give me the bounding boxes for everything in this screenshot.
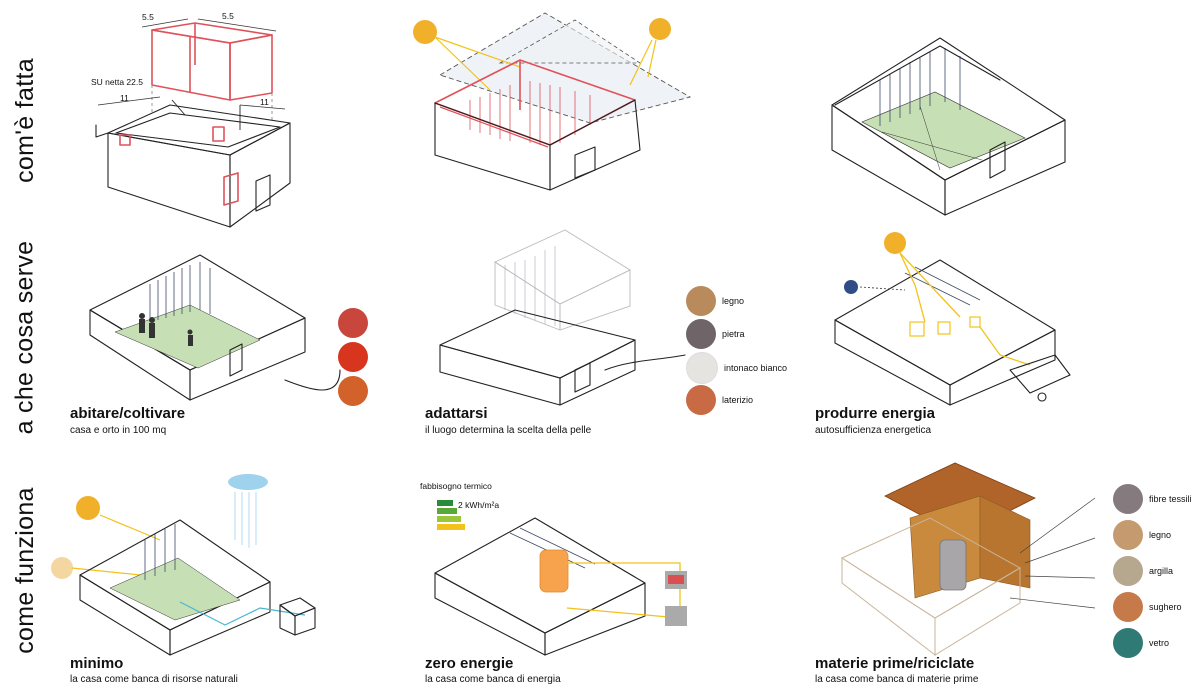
minimo-sketch (51, 474, 316, 656)
row-label-come-fatta: com'è fatta (10, 57, 39, 183)
sun-pale-icon (51, 557, 73, 579)
skin-material-1: pietra (686, 319, 745, 349)
tank-gray (939, 539, 967, 591)
caption-title-produrre: produrre energia (815, 405, 936, 422)
panel-produrre-energia: produrre energia autosufficienza energet… (815, 225, 1090, 436)
panel-minimo: minimo la casa come banca di risorse nat… (50, 470, 370, 685)
net-surface-label: SU netta 22.5 (91, 77, 143, 87)
caption-title-minimo: minimo (70, 655, 124, 672)
dimension-depth-b: 11 (260, 97, 269, 107)
produce-carrots (338, 376, 368, 406)
photovoltaic-icon (844, 280, 858, 294)
caption-subtitle-minimo: la casa come banca di risorse naturali (70, 674, 238, 685)
caption-subtitle-produrre: autosufficienza energetica (815, 425, 932, 436)
raw-material-4-swatch (1113, 628, 1143, 658)
raw-material-0-label: fibre tessili (1149, 494, 1192, 504)
panel-adattarsi: adattarsi il luogo determina la scelta d… (420, 220, 686, 436)
skin-material-1-swatch (686, 319, 716, 349)
raw-material-2-label: argilla (1149, 566, 1174, 576)
panel-abitare-coltivare (80, 240, 380, 406)
skin-material-3: laterizio (686, 385, 753, 415)
skin-material-2-swatch (686, 352, 718, 384)
produrre-sketch (834, 232, 1071, 406)
row-label-a-che-cosa-serve: a che cosa serve (10, 240, 39, 435)
tank-icon (539, 549, 569, 593)
structure-sketch (95, 18, 291, 228)
skin-material-3-swatch (686, 385, 716, 415)
panel-roof-sun (400, 5, 720, 230)
adattarsi-sketch (439, 229, 686, 406)
panel-materie-prime: materie prime/riciclate la casa come ban… (815, 458, 1100, 685)
skin-material-0-label: legno (722, 296, 745, 306)
raw-material-3-swatch (1113, 592, 1143, 622)
skin-material-2-label: intonaco bianco (724, 363, 788, 373)
skin-material-0: legno (686, 286, 744, 316)
energy-label-title: fabbisogno termico (420, 481, 492, 491)
apples-swatch (338, 308, 368, 338)
carrots-swatch (338, 376, 368, 406)
roof-sun-sketch (413, 12, 692, 191)
dimension-width-a: 5.5 (142, 12, 154, 22)
caption-subtitle-abitare: casa e orto in 100 mq (70, 425, 167, 436)
raw-material-0-swatch (1113, 484, 1143, 514)
raw-material-3-label: sughero (1149, 602, 1182, 612)
sun-icon (884, 232, 906, 254)
raw-material-0: fibre tessili (1113, 484, 1192, 514)
row-label-come-funziona: come funziona (10, 486, 39, 654)
skin-material-1-label: pietra (722, 329, 745, 339)
rain-cloud-icon (228, 474, 268, 490)
raw-material-2-swatch (1113, 556, 1143, 586)
raw-material-1: legno (1113, 520, 1171, 550)
panel-house-garden (820, 10, 1080, 230)
sun-icon (76, 496, 100, 520)
skin-material-0-swatch (686, 286, 716, 316)
produce-tomatoes (338, 342, 368, 372)
dimension-width-b: 5.5 (222, 11, 234, 21)
materie-sketch (840, 462, 1096, 657)
caption-title-abitare: abitare/coltivare (70, 405, 186, 422)
skin-material-2: intonaco bianco (686, 352, 787, 384)
panel-structure-dimensions: 5.5 5.5 SU netta 22.5 11 11 (80, 5, 380, 230)
raw-material-3: sughero (1113, 592, 1182, 622)
house-garden-sketch (831, 37, 1066, 216)
tomatoes-swatch (338, 342, 368, 372)
caption-subtitle-adattarsi: il luogo determina la scelta della pelle (425, 425, 592, 436)
energy-label-value: 2 kWh/m²a (458, 500, 500, 510)
raw-material-4-label: vetro (1149, 638, 1170, 648)
sun-left-icon (413, 20, 437, 44)
caption-title-zero: zero energie (425, 655, 514, 672)
raw-material-4: vetro (1113, 628, 1169, 658)
abitare-sketch (89, 254, 341, 401)
zero-energie-sketch (434, 500, 687, 656)
caption-subtitle-zero: la casa come banca di energia (425, 674, 561, 685)
produce-apples (338, 308, 368, 338)
dimension-depth-a: 11 (120, 93, 129, 103)
caption-title-materie: materie prime/riciclate (815, 655, 975, 672)
caption-title-adattarsi: adattarsi (425, 405, 488, 422)
caption-subtitle-materie: la casa come banca di materie prime (815, 674, 979, 685)
raw-material-1-label: legno (1149, 530, 1172, 540)
panel-zero-energie: fabbisogno termico 2 kWh/m²a zero energi… (415, 478, 715, 685)
sun-right-icon (649, 18, 671, 40)
raw-material-2: argilla (1113, 556, 1173, 586)
skin-material-3-label: laterizio (722, 395, 754, 405)
raw-material-1-swatch (1113, 520, 1143, 550)
